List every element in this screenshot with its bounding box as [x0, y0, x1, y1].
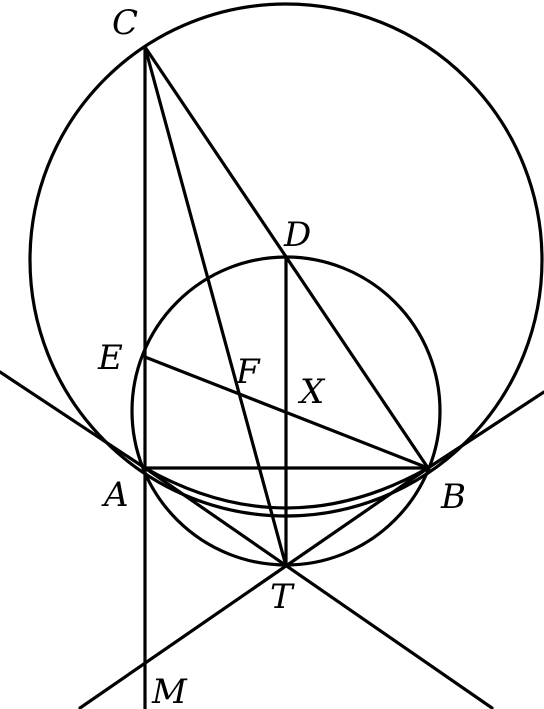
- segment-C-B: [143, 45, 430, 470]
- tangent-line-at-A: [0, 370, 147, 470]
- line-MT-B: [78, 466, 430, 709]
- label-M: M: [151, 672, 188, 709]
- label-T: T: [270, 577, 295, 617]
- label-D: D: [283, 215, 311, 255]
- tangent-line-at-B: [426, 390, 544, 470]
- label-A: A: [101, 475, 129, 515]
- line-A-T-extended: [143, 466, 494, 709]
- label-X: X: [297, 372, 326, 412]
- segment-C-T: [143, 45, 288, 568]
- label-C: C: [112, 3, 138, 43]
- segment-E-B: [143, 355, 430, 470]
- label-B: B: [440, 477, 466, 517]
- label-F: F: [235, 352, 261, 392]
- label-E: E: [97, 338, 123, 378]
